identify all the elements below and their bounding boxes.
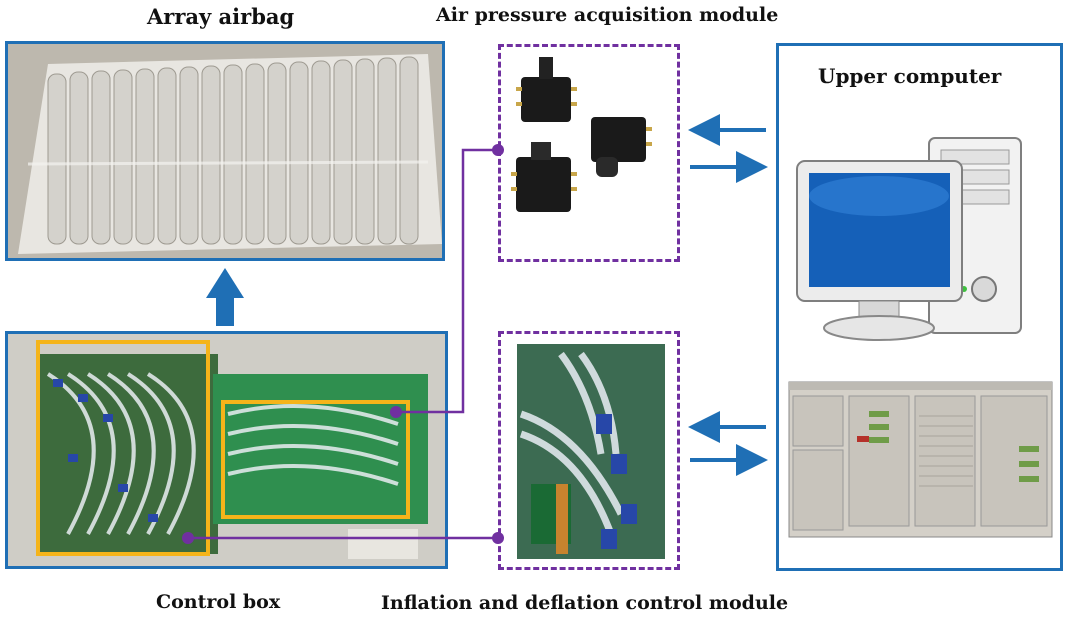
array-airbag-label: Array airbag — [147, 4, 295, 29]
monitor-icon — [796, 160, 963, 341]
control-box-label: Control box — [156, 591, 281, 613]
air-pressure-module-box — [498, 44, 680, 262]
inflation-module-label: Inflation and deflation control module — [381, 592, 789, 614]
control-highlight-left — [36, 340, 210, 556]
up-arrow-icon — [206, 268, 244, 326]
control-box-photo — [5, 331, 448, 569]
bottom-arrows — [688, 411, 768, 476]
control-highlight-right — [221, 400, 410, 519]
control-box-illustration — [8, 334, 445, 566]
array-airbag-photo — [5, 41, 445, 261]
air-pressure-module-label: Air pressure acquisition module — [436, 4, 779, 26]
software-screenshot — [788, 381, 1053, 538]
inflation-module-box — [498, 331, 680, 570]
airbag-illustration — [8, 44, 442, 258]
pressure-sensors-illustration — [511, 57, 652, 212]
computer-illustration — [788, 137, 1053, 538]
valve-illustration — [517, 344, 665, 559]
top-arrows — [688, 114, 768, 183]
upper-computer-box: Upper computer — [776, 43, 1063, 571]
upper-computer-label: Upper computer — [818, 64, 1002, 88]
